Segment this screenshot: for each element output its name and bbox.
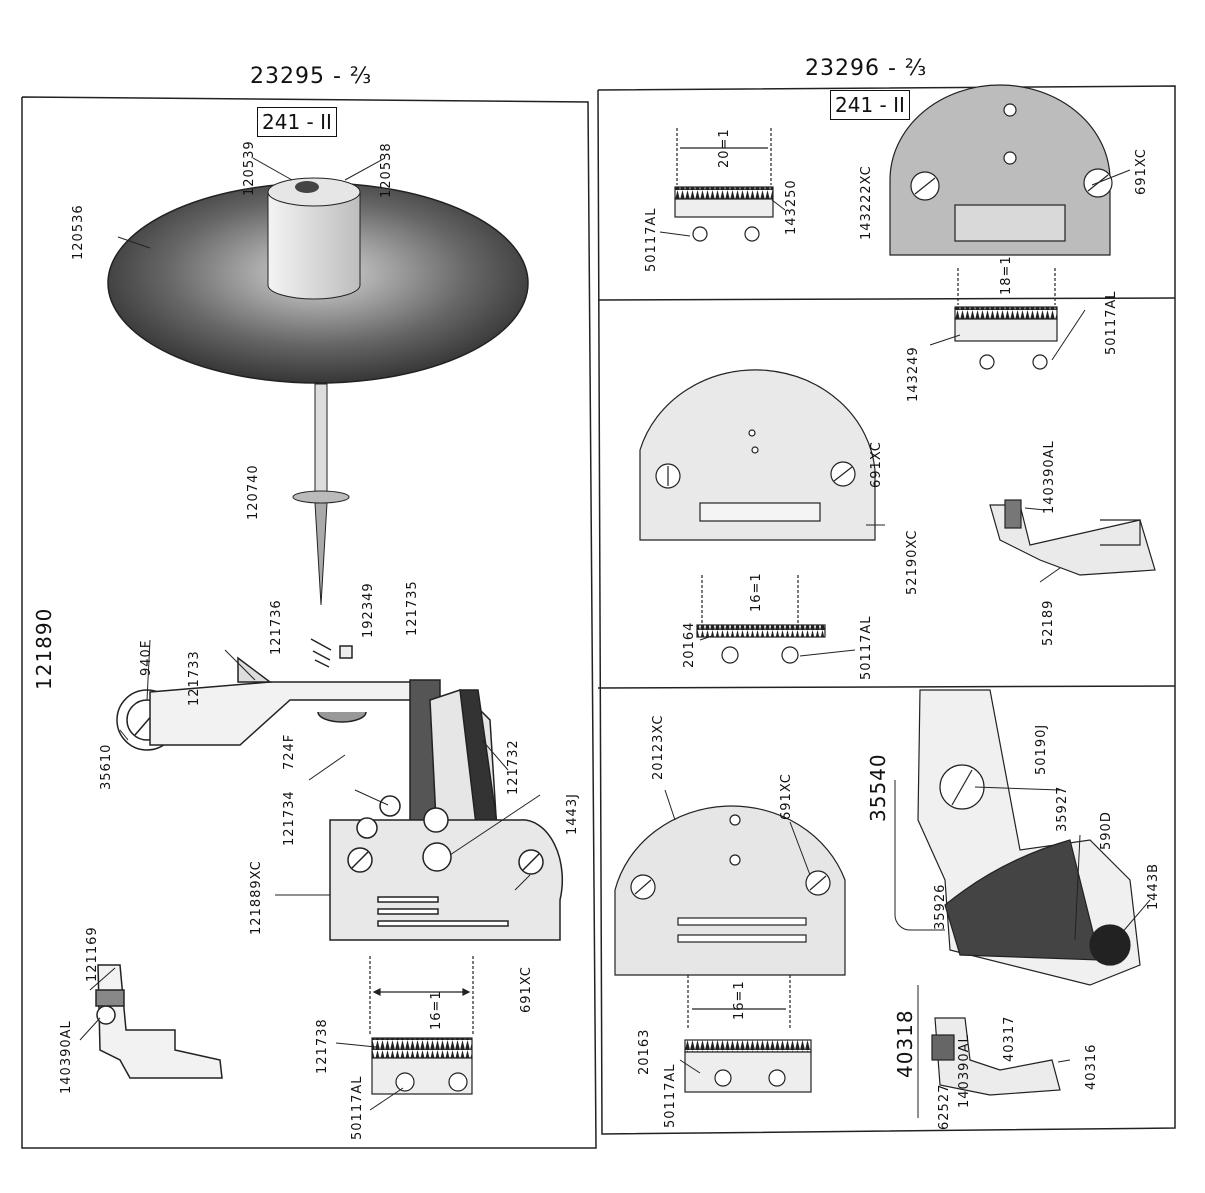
- part-label-121732: 121732: [506, 739, 521, 795]
- dimension-label-16-right: 16=1: [749, 572, 764, 612]
- part-label-140390AL-b: 140390AL: [957, 1034, 972, 1108]
- part-label-691XC-left: 691XC: [519, 966, 534, 1013]
- part-label-52190XC: 52190XC: [905, 529, 920, 595]
- part-label-691XC-b: 691XC: [869, 441, 884, 488]
- part-label-50117AL-d: 50117AL: [663, 1063, 678, 1129]
- part-label-40318: 40318: [893, 1009, 917, 1078]
- dimension-label-18: 18=1: [999, 255, 1014, 295]
- part-label-50117AL-left: 50117AL: [350, 1075, 365, 1141]
- dimension-label-20: 20=1: [717, 128, 732, 168]
- right-divider-1: [597, 297, 1176, 301]
- disc-part-drawing: [107, 177, 529, 384]
- part-label-50117AL-a: 50117AL: [644, 207, 659, 273]
- part-label-143250: 143250: [784, 179, 799, 235]
- part-label-691XC-a: 691XC: [1134, 148, 1149, 195]
- part-label-50190J: 50190J: [1034, 723, 1049, 775]
- part-label-20164: 20164: [682, 621, 697, 668]
- part-label-121738: 121738: [315, 1018, 330, 1074]
- spindle-drawing: [292, 383, 350, 606]
- right-bottom-drawing: [614, 689, 1141, 1118]
- part-label-20123XC: 20123XC: [651, 714, 666, 780]
- part-label-192349: 192349: [361, 582, 376, 638]
- part-label-52189: 52189: [1041, 599, 1056, 646]
- part-label-724F: 724F: [282, 733, 297, 770]
- part-label-1443B: 1443B: [1146, 862, 1161, 910]
- part-label-20163: 20163: [637, 1028, 652, 1075]
- part-label-62527: 62527: [937, 1083, 952, 1130]
- part-label-590D: 590D: [1099, 811, 1114, 850]
- feed-dog-left-drawing: [369, 956, 474, 1095]
- dimension-label-16-right-bottom: 16=1: [732, 980, 747, 1020]
- part-label-121736: 121736: [269, 599, 284, 655]
- leader-lines: [79, 157, 1151, 1111]
- part-label-35927: 35927: [1055, 785, 1070, 832]
- part-label-121733: 121733: [187, 650, 202, 706]
- part-label-35610: 35610: [99, 743, 114, 790]
- part-label-120539: 120539: [242, 140, 257, 196]
- left-page-frame: [21, 96, 597, 1149]
- part-label-120740: 120740: [246, 464, 261, 520]
- part-label-691XC-c: 691XC: [779, 773, 794, 820]
- part-label-121889XC: 121889XC: [249, 860, 264, 935]
- part-label-121735: 121735: [405, 580, 420, 636]
- part-label-120536: 120536: [71, 204, 86, 260]
- right-divider-2: [597, 685, 1176, 689]
- part-label-120538: 120538: [379, 142, 394, 198]
- part-label-1443J: 1443J: [565, 793, 580, 835]
- dimension-label-16-left: 16=1: [429, 990, 444, 1030]
- left-page-title: 23295 - ⅔: [250, 64, 373, 89]
- part-label-140390AL-left: 140390AL: [59, 1020, 74, 1094]
- part-label-35540: 35540: [866, 753, 890, 822]
- right-page-title: 23296 - ⅔: [805, 56, 928, 81]
- part-label-35926: 35926: [933, 883, 948, 930]
- left-page-box-label: 241 - II: [257, 107, 337, 137]
- part-label-50117AL-c: 50117AL: [859, 615, 874, 681]
- part-label-40316: 40316: [1084, 1043, 1099, 1090]
- part-label-140390AL-a: 140390AL: [1042, 440, 1057, 514]
- part-label-40317: 40317: [1002, 1015, 1017, 1062]
- part-label-121169: 121169: [85, 926, 100, 982]
- presser-foot-left-drawing: [95, 964, 223, 1079]
- right-top-drawing: [674, 84, 1113, 370]
- right-page-box-label: 241 - II: [830, 90, 910, 120]
- part-label-121734: 121734: [282, 790, 297, 846]
- throat-plate-left-drawing: [329, 795, 564, 941]
- catalog-number: 121890: [32, 607, 56, 690]
- part-label-940F: 940F: [139, 639, 154, 676]
- part-label-143249: 143249: [906, 346, 921, 402]
- part-label-143222XC: 143222XC: [859, 165, 874, 240]
- right-middle-drawing: [639, 369, 1156, 664]
- part-label-50117AL-b: 50117AL: [1104, 290, 1119, 356]
